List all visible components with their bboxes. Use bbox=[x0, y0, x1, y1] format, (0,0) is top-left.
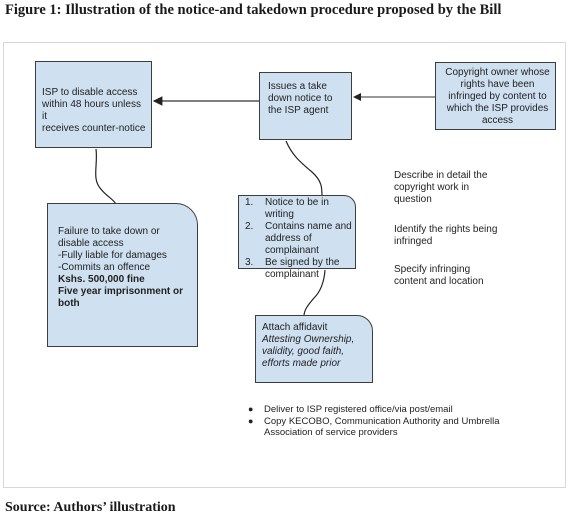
list-text: Contains name and address of complainant bbox=[265, 221, 352, 256]
note-line: Describe in detail the bbox=[394, 170, 488, 181]
note-line: content and location bbox=[394, 276, 484, 287]
note-describe-work: Describe in detail the copyright work in… bbox=[394, 170, 514, 206]
bullet-text: Deliver to ISP registered office/via pos… bbox=[264, 404, 453, 415]
affidavit-detail: Attesting Ownership, bbox=[262, 334, 355, 345]
requirements-list: 1. Notice to be in writing 2. Contains n… bbox=[245, 197, 353, 281]
figure-frame bbox=[3, 42, 566, 488]
note-line: Specify infringing bbox=[394, 264, 471, 275]
affidavit-title: Attach affidavit bbox=[262, 322, 328, 333]
note-identify-rights: Identify the rights being infringed bbox=[394, 224, 514, 248]
box-text-line: Issues a take bbox=[268, 81, 327, 92]
box-text-line: the ISP agent bbox=[268, 105, 329, 116]
list-number: 3. bbox=[245, 257, 254, 268]
failure-consequences-box: Failure to take down or disable access -… bbox=[47, 203, 198, 347]
box-text-line: access bbox=[481, 115, 514, 126]
list-item: ● Deliver to ISP registered office/via p… bbox=[248, 404, 508, 416]
source-caption: Source: Authors’ illustration bbox=[5, 500, 176, 515]
list-item: ● Copy KECOBO, Communication Authority a… bbox=[248, 416, 508, 439]
imprisonment-line: both bbox=[58, 298, 80, 309]
box-text-line: Failure to take down or bbox=[58, 226, 160, 237]
copyright-owner-box: Copyright owner whose rights have been i… bbox=[435, 62, 556, 130]
list-text: Be signed by the complainant bbox=[265, 257, 340, 280]
note-line: Identify the rights being bbox=[394, 224, 498, 235]
box-text-line: infringed by content to bbox=[448, 91, 547, 102]
affidavit-box: Attach affidavit Attesting Ownership, va… bbox=[255, 315, 373, 383]
box-text-line: receives counter-notice bbox=[42, 123, 146, 134]
bullet-icon: ● bbox=[248, 415, 254, 426]
list-item: 3. Be signed by the complainant bbox=[245, 257, 353, 281]
note-line: copyright work in bbox=[394, 182, 470, 193]
affidavit-detail: efforts made prior bbox=[262, 358, 341, 369]
list-number: 1. bbox=[245, 197, 254, 208]
figure-title: Figure 1: Illustration of the notice-and… bbox=[5, 2, 502, 18]
note-line: question bbox=[394, 194, 432, 205]
affidavit-detail: validity, good faith, bbox=[262, 346, 345, 357]
bullet-text: Copy KECOBO, Communication Authority and… bbox=[264, 415, 500, 439]
list-text: Notice to be in writing bbox=[265, 197, 329, 220]
isp-disable-access-box: ISP to disable access within 48 hours un… bbox=[35, 61, 152, 148]
box-text-line: Copyright owner whose bbox=[445, 67, 550, 78]
bullet-icon: ● bbox=[248, 404, 254, 414]
delivery-bullets: ● Deliver to ISP registered office/via p… bbox=[248, 404, 508, 439]
issue-takedown-notice-box: Issues a take down notice to the ISP age… bbox=[259, 72, 352, 140]
box-text-line: down notice to bbox=[268, 93, 333, 104]
box-text-line: ISP to disable access bbox=[42, 87, 138, 98]
box-text-line: disable access bbox=[58, 238, 124, 249]
list-number: 2. bbox=[245, 221, 254, 232]
box-text-line: within 48 hours unless it bbox=[42, 99, 141, 122]
imprisonment-line: Five year imprisonment or bbox=[58, 286, 184, 297]
box-text-line: -Commits an offence bbox=[58, 262, 151, 273]
list-item: 2. Contains name and address of complain… bbox=[245, 221, 353, 257]
notice-requirements-box: 1. Notice to be in writing 2. Contains n… bbox=[238, 195, 356, 280]
note-line: infringed bbox=[394, 236, 433, 247]
box-text-line: -Fully liable for damages bbox=[58, 250, 167, 261]
box-text-line: which the ISP provides bbox=[446, 103, 549, 114]
box-text-line: rights have been bbox=[460, 79, 535, 90]
fine-amount: Kshs. 500,000 fine bbox=[58, 274, 145, 285]
note-specify-content: Specify infringing content and location bbox=[394, 264, 514, 288]
list-item: 1. Notice to be in writing bbox=[245, 197, 353, 221]
